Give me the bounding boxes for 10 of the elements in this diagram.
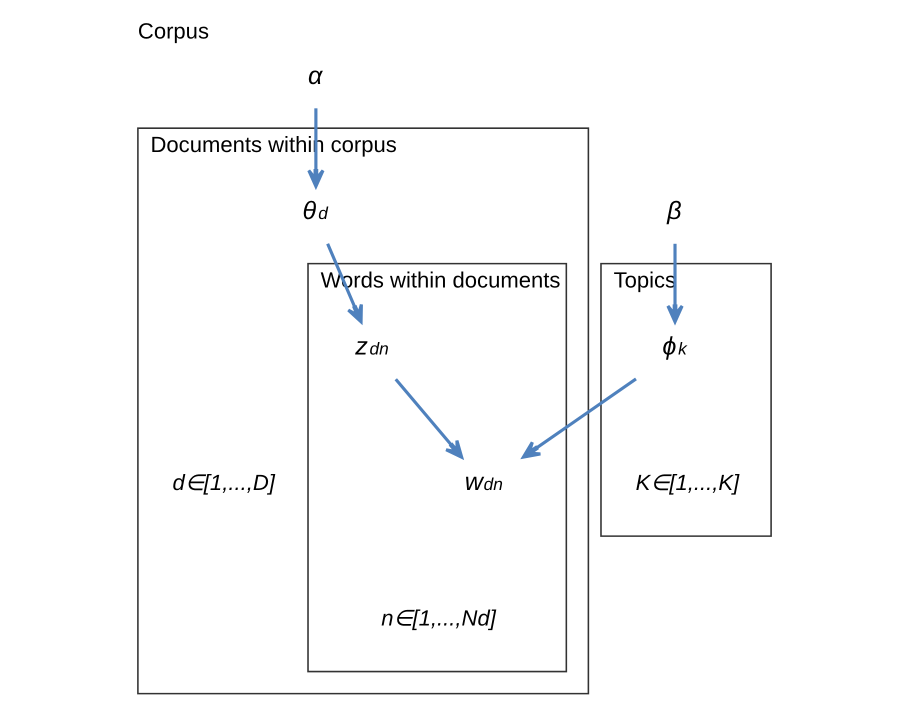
node-text: α <box>308 62 322 90</box>
node-text: θd <box>302 197 328 226</box>
diagram-title: Corpus <box>138 18 209 44</box>
node-text: zdn <box>355 332 389 361</box>
arrow <box>394 378 464 459</box>
arrow <box>666 244 684 324</box>
node-text: β <box>667 197 682 226</box>
node-text: ϕk <box>662 332 687 361</box>
node-text: wdn <box>464 468 503 496</box>
arrow <box>522 378 637 459</box>
